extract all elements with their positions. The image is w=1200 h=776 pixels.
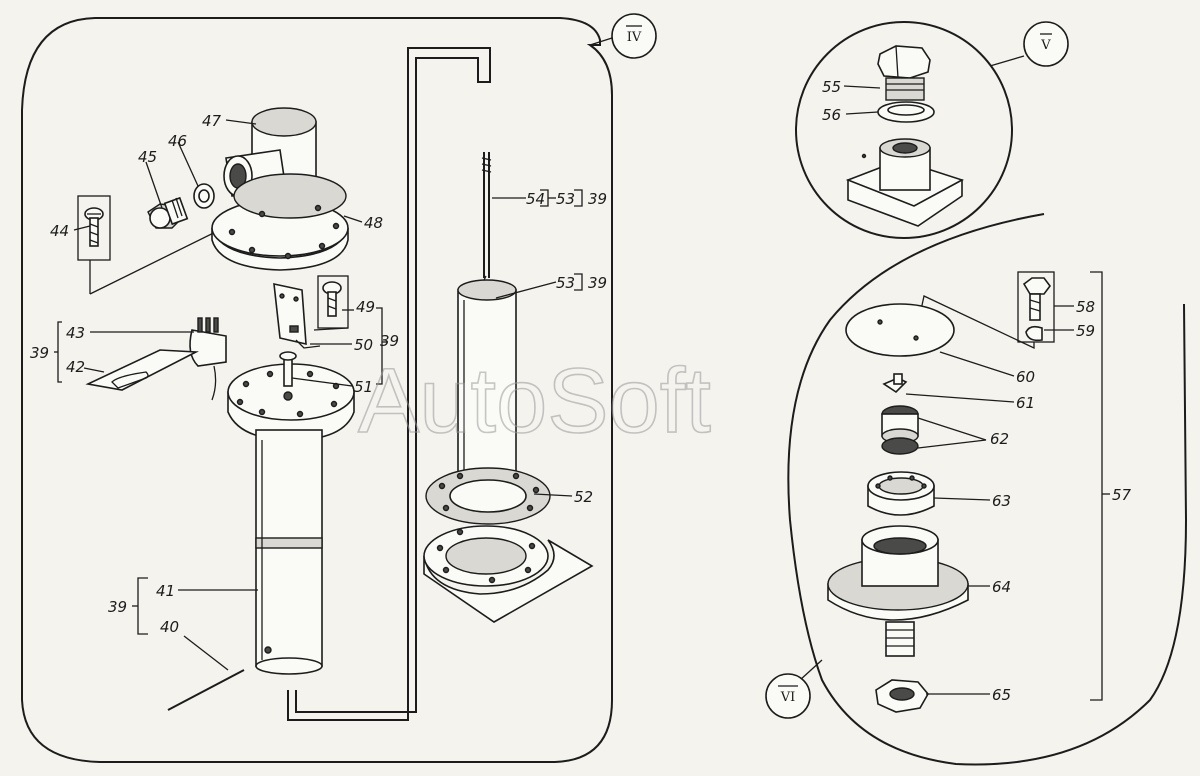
cage-63: [867, 471, 935, 516]
label-65: 65: [992, 686, 1011, 704]
label-39-a: 39: [30, 344, 49, 362]
pin-40: [167, 669, 245, 711]
label-51: 51: [354, 378, 373, 396]
label-60: 60: [1016, 368, 1035, 386]
tube-41: [255, 429, 323, 675]
label-55: 55: [822, 78, 841, 96]
label-39-d: 39: [588, 190, 607, 208]
label-58: 58: [1076, 298, 1095, 316]
filters-62: [881, 405, 919, 455]
label-54: 54: [526, 190, 545, 208]
rheostat-43: [189, 317, 227, 401]
plug-55: [877, 45, 931, 101]
view-vi-marker: [765, 673, 811, 719]
label-40: 40: [160, 618, 179, 636]
label-44: 44: [50, 222, 69, 240]
cover-60: [845, 303, 955, 357]
rod-54: [481, 152, 500, 297]
view-iv-label: IV: [627, 30, 642, 45]
label-43: 43: [66, 324, 85, 342]
label-47: 47: [202, 112, 222, 130]
label-52: 52: [574, 488, 593, 506]
label-39-b: 39: [380, 332, 399, 350]
screw-49: [317, 275, 349, 329]
nut-45: [147, 196, 189, 229]
view-v-marker: [1023, 21, 1069, 67]
spring-61: [882, 373, 908, 394]
screw-44: [77, 195, 111, 261]
label-46: 46: [168, 132, 187, 150]
view-iv-marker: [611, 13, 657, 59]
label-59: 59: [1076, 322, 1095, 340]
leader-lines: [54, 85, 1074, 695]
gasket-52: [425, 467, 551, 525]
label-45: 45: [138, 148, 157, 166]
section-path: [287, 47, 491, 721]
label-48: 48: [364, 214, 383, 232]
view-iv-frame: [21, 17, 613, 763]
ring-59: [1025, 325, 1043, 342]
label-53-b: 53: [556, 274, 575, 292]
plate-50: [273, 282, 321, 349]
watermark: AutoSoft: [358, 350, 711, 452]
float-53: [457, 279, 517, 491]
label-49: 49: [356, 298, 375, 316]
label-41: 41: [156, 582, 175, 600]
label-56: 56: [822, 106, 841, 124]
label-61: 61: [1016, 394, 1035, 412]
bolt-58: [1017, 271, 1055, 343]
washer-46: [193, 183, 215, 209]
label-57: 57: [1112, 486, 1132, 504]
boss-v: [845, 138, 965, 227]
lever-42: [85, 349, 199, 391]
view-vi-frame: [787, 213, 1188, 766]
label-50: 50: [354, 336, 373, 354]
view-v-label: V: [1040, 38, 1051, 53]
label-62: 62: [990, 430, 1009, 448]
label-53-a: 53: [556, 190, 575, 208]
label-39-e: 39: [588, 274, 607, 292]
label-63: 63: [992, 492, 1011, 510]
washer-56: [877, 101, 935, 123]
base-flange: [423, 525, 594, 623]
label-42: 42: [66, 358, 85, 376]
tube-flange-51: [227, 351, 355, 441]
view-vi-label: VI: [780, 690, 796, 705]
nut-65: [875, 679, 929, 713]
view-v-frame: [795, 21, 1013, 239]
housing-64: [827, 525, 969, 657]
label-39-c: 39: [108, 598, 127, 616]
label-64: 64: [992, 578, 1011, 596]
flange-48: [211, 173, 349, 271]
